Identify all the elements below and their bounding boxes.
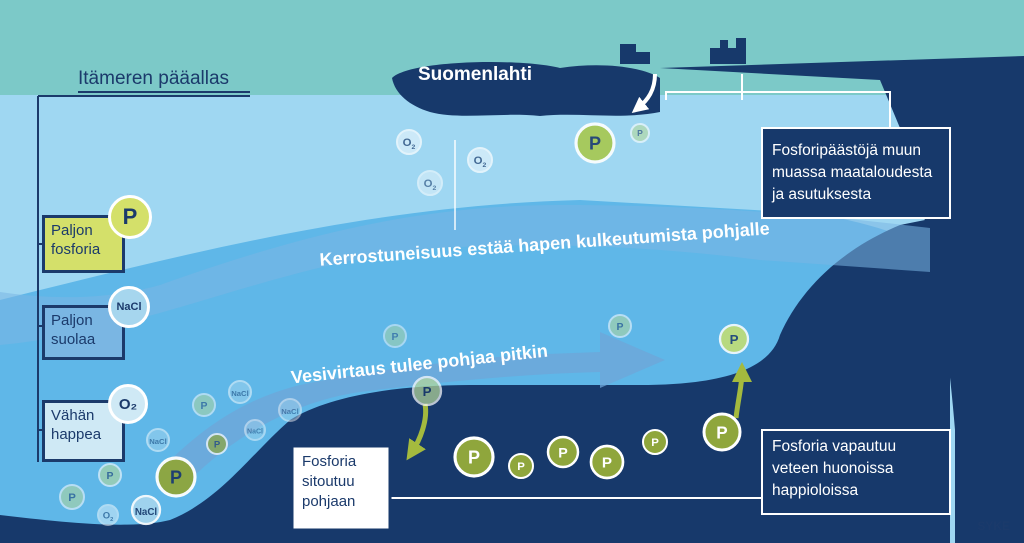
oxygen-particle: O2 [417, 170, 443, 196]
phosphorus-particle: P [546, 435, 580, 469]
svg-text:P: P [617, 322, 624, 333]
emission-connector [665, 91, 891, 130]
legend-oxygen-line1: Vähän [51, 407, 95, 424]
svg-text:P: P [107, 471, 114, 482]
seabed [0, 215, 950, 543]
svg-text:P: P [517, 461, 525, 473]
legend-phosphorus-symbol: P [108, 195, 152, 239]
legend-phosphorus: Paljon fosforia [42, 215, 125, 273]
bind-box: Fosforia sitoutuu pohjaan [302, 453, 357, 510]
svg-text:P: P [716, 423, 727, 442]
emission-arrow [631, 73, 657, 113]
phosphorus-particle: P [59, 484, 85, 510]
salt-particle: NaCl [278, 398, 302, 422]
stratification-band [0, 205, 930, 345]
legend-salt-line1: Paljon [51, 312, 93, 329]
svg-text:P: P [68, 492, 76, 504]
legend-salt-line2: suolaa [51, 331, 96, 348]
emissions-box-frame [761, 127, 951, 219]
diagram-title: Itämeren pääallas [78, 68, 230, 89]
phosphorus-particle: P [508, 453, 534, 479]
emissions-box: Fosforipäästöjä muun muassa maataloudest… [772, 142, 933, 203]
legend-oxygen-line2: happea [51, 426, 102, 443]
salt-particle: NaCl [146, 428, 170, 452]
svg-text:P: P [468, 448, 480, 468]
svg-text:NaCl: NaCl [149, 437, 167, 446]
bind-box-frame [290, 444, 392, 532]
release-box: Fosforia vapautuu veteen huonoissa happi… [772, 438, 897, 499]
svg-text:NaCl: NaCl [231, 389, 249, 398]
oxygen-particle: O2 [467, 147, 493, 173]
settling-arrow [406, 403, 429, 461]
svg-text:NaCl: NaCl [135, 507, 158, 518]
legend-oxygen-symbol: O₂ [108, 384, 148, 424]
phosphorus-particle: P [98, 463, 122, 487]
svg-text:P: P [170, 468, 182, 488]
tractor-icon [620, 44, 650, 64]
salt-particle: NaCl [130, 494, 162, 526]
phosphorus-particle: P [702, 412, 742, 452]
phosphorus-particle: P [574, 122, 616, 164]
legend-phosphorus-line1: Paljon [51, 222, 93, 239]
gulf-label: Suomenlahti [418, 64, 533, 85]
svg-text:NaCl: NaCl [281, 407, 299, 416]
oxygen-particle: O2 [396, 129, 422, 155]
svg-text:P: P [392, 332, 399, 343]
salt-particle: NaCl [228, 380, 252, 404]
phosphorus-particle: P [453, 436, 495, 478]
phosphorus-particle: P [589, 444, 625, 480]
factory-icon [710, 38, 746, 64]
salt-particle: NaCl [244, 419, 266, 441]
phosphorus-particle: P [192, 393, 216, 417]
phosphorus-particle: P [383, 324, 407, 348]
phosphorus-particle: P [155, 456, 197, 498]
release-box-frame [761, 429, 951, 515]
phosphorus-particle: P [718, 323, 750, 355]
svg-text:P: P [214, 440, 221, 451]
svg-text:NaCl: NaCl [247, 429, 263, 436]
particle-layer: PPO2O2O2PPPPPPPPPNaClNaClNaClNaClNaClO2P… [59, 122, 750, 526]
svg-text:O2: O2 [103, 511, 114, 523]
source-label: SYKE [977, 519, 1010, 533]
svg-text:P: P [602, 455, 612, 472]
current-arrow [160, 332, 665, 480]
phosphorus-particle: P [642, 429, 668, 455]
svg-text:P: P [201, 401, 208, 412]
svg-text:P: P [637, 128, 643, 138]
svg-text:P: P [558, 445, 568, 461]
phosphorus-particle: P [630, 123, 650, 143]
phosphorus-particle: P [206, 433, 228, 455]
legend-phosphorus-line2: fosforia [51, 241, 101, 258]
release-arrow [731, 362, 752, 419]
legend-oxygen: Vähän happea [42, 400, 125, 462]
svg-text:P: P [651, 437, 659, 449]
svg-text:P: P [730, 332, 739, 347]
oxygen-particle: O2 [97, 504, 119, 526]
phosphorus-particle: P [411, 375, 443, 407]
gulf-of-finland-landmass [392, 62, 660, 116]
svg-text:P: P [589, 134, 601, 154]
svg-text:P: P [423, 384, 432, 399]
phosphorus-particle: P [608, 314, 632, 338]
legend-salt-symbol: NaCl [108, 286, 150, 328]
